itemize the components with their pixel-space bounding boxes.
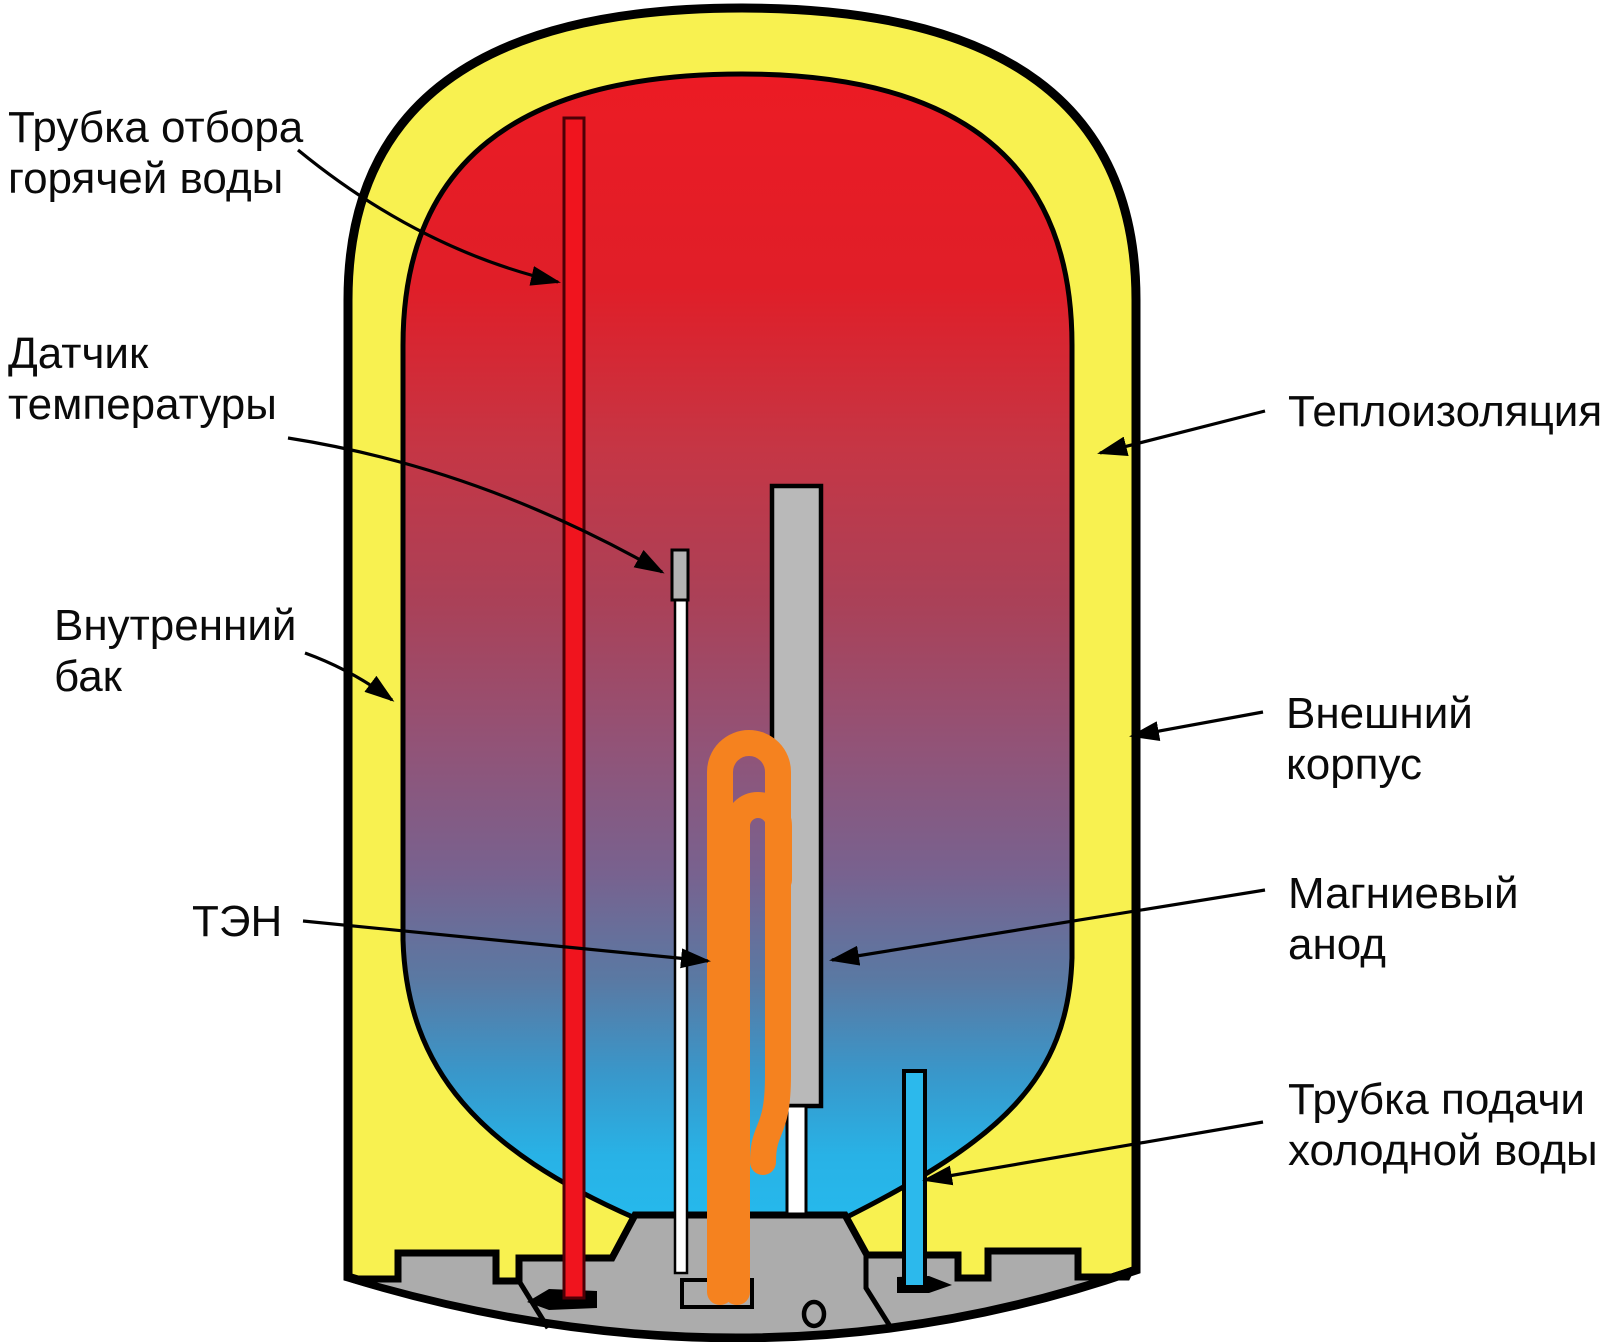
heating-element-outer-loop — [707, 730, 791, 1305]
label-magnesium-anode: Магниевый анод — [1288, 869, 1519, 969]
leader-magnesium-anode — [829, 888, 1266, 966]
leader-inner-tank — [304, 651, 395, 702]
cold-water-tube-shape — [902, 1069, 927, 1289]
anode-rod-shape — [785, 1104, 808, 1216]
leader-cold-water-pipe — [922, 1120, 1264, 1186]
leader-thermal-insulation — [1097, 409, 1266, 457]
temperature-sensor-cap — [670, 548, 690, 602]
leader-outer-casing — [1129, 710, 1264, 741]
label-hot-water-pipe: Трубка отбора горячей воды — [8, 103, 304, 203]
leader-heating-element — [302, 919, 711, 969]
hot-water-tube-shape — [562, 116, 586, 1300]
label-heating-element: ТЭН — [192, 897, 283, 946]
label-outer-casing: Внешний корпус — [1286, 689, 1473, 789]
base-seam-left — [516, 1279, 551, 1330]
leader-temperature-sensor — [287, 436, 665, 574]
label-inner-tank: Внутренний бак — [54, 601, 297, 701]
leader-lines — [287, 148, 1266, 1186]
base-seam-right — [863, 1253, 896, 1333]
drain-hole — [801, 1299, 827, 1329]
leader-hot-water-pipe — [296, 148, 561, 286]
temperature-sensor-stem — [673, 598, 689, 1275]
label-temperature-sensor: Датчик температуры — [8, 329, 277, 429]
label-thermal-insulation: Теплоизоляция — [1288, 387, 1600, 436]
label-cold-water-pipe: Трубка подачи холодной воды — [1288, 1075, 1598, 1175]
